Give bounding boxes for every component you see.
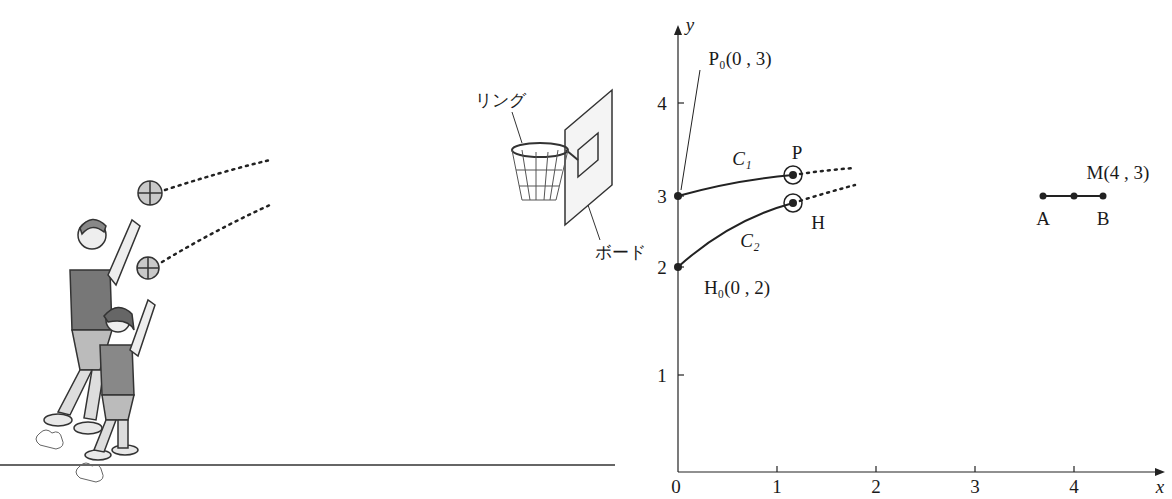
point-label: P (792, 143, 803, 162)
tick-number: 1 (657, 366, 667, 385)
point-label: H (811, 213, 825, 232)
axis-name: y (686, 15, 694, 34)
curve-label: C₁ (732, 149, 751, 168)
point-label: B (1097, 209, 1110, 228)
point-label: H₀(0 , 2) (704, 278, 770, 297)
point-label: M(4 , 3) (1087, 163, 1150, 182)
tick-number: 0 (671, 477, 681, 496)
curve-label: C₂ (740, 231, 759, 250)
point-label: P₀(0 , 3) (708, 49, 771, 68)
tick-number: 2 (657, 258, 667, 277)
tick-number: 3 (970, 477, 980, 496)
point-label: A (1036, 209, 1050, 228)
axis-name: x (1156, 477, 1164, 496)
tick-number: 2 (871, 477, 881, 496)
part-name: リング (475, 92, 526, 109)
tick-number: 4 (1069, 477, 1079, 496)
tick-number: 3 (657, 187, 667, 206)
tick-number: 1 (772, 477, 782, 496)
part-name: ボード (595, 244, 646, 261)
tick-number: 4 (657, 94, 667, 113)
